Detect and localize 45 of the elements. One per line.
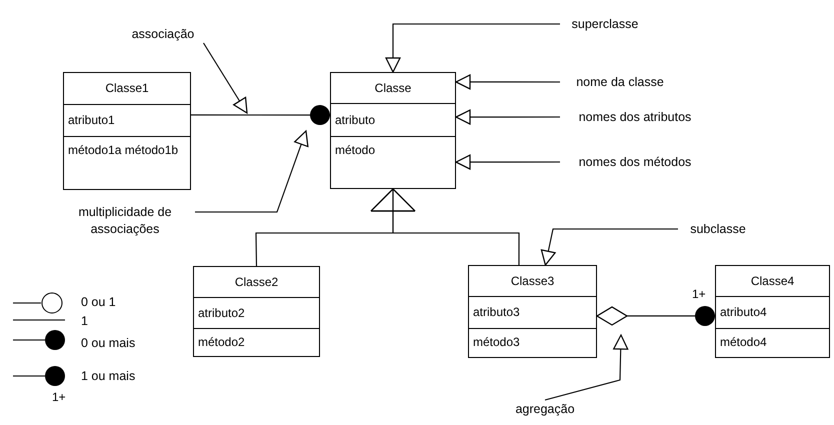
attribute-text: atributo xyxy=(335,112,376,128)
attribute-text: atributo4 xyxy=(720,305,767,320)
leader-line xyxy=(455,109,560,125)
leader-line xyxy=(385,23,560,73)
method-text: método4 xyxy=(720,335,767,350)
leader-line xyxy=(544,334,628,401)
class-box xyxy=(715,265,830,358)
class-name: Classe4 xyxy=(750,274,794,288)
class-name: Classe1 xyxy=(105,81,149,96)
leader-line xyxy=(455,74,560,90)
leader-line xyxy=(203,42,248,114)
annotation-text: agregação xyxy=(515,400,575,418)
legend-text: 0 ou mais xyxy=(81,336,136,351)
attribute-text: atributo1 xyxy=(68,113,115,128)
association-line xyxy=(191,105,330,126)
leader-line xyxy=(455,154,560,170)
legend-text: 0 ou 1 xyxy=(81,295,116,310)
annotation-text: superclasse xyxy=(572,16,638,32)
method-text: método3 xyxy=(473,335,520,350)
attribute-text: atributo3 xyxy=(473,305,520,320)
aggregation-line xyxy=(596,306,715,326)
legend-text: 1 ou mais xyxy=(81,369,136,384)
method-text: método1a método1b xyxy=(68,143,178,158)
class-name: Classe3 xyxy=(510,274,554,288)
class-name: Classe xyxy=(374,80,412,96)
annotation-text: nome da classe xyxy=(576,74,664,90)
annotation-text: multiplicidade de associações xyxy=(77,204,173,238)
annotation-text: associação xyxy=(132,26,194,42)
class-box xyxy=(63,72,191,190)
generalization-arrow xyxy=(370,188,520,265)
leader-line xyxy=(540,228,678,266)
method-text: método xyxy=(335,143,376,158)
class-box xyxy=(330,72,456,189)
multiplicity-label: 1+ xyxy=(690,287,708,301)
legend-text: 1 xyxy=(81,314,88,329)
class-box xyxy=(193,266,320,357)
class-box xyxy=(468,265,597,358)
annotation-text: nomes dos métodos xyxy=(578,154,692,170)
class-name: Classe2 xyxy=(234,274,278,290)
leader-line xyxy=(195,130,308,213)
attribute-text: atributo2 xyxy=(198,306,245,320)
method-text: método2 xyxy=(198,335,245,350)
annotation-text: subclasse xyxy=(690,220,746,238)
annotation-text: nomes dos atributos xyxy=(578,108,692,126)
multiplicity-label: 1+ xyxy=(52,390,66,404)
